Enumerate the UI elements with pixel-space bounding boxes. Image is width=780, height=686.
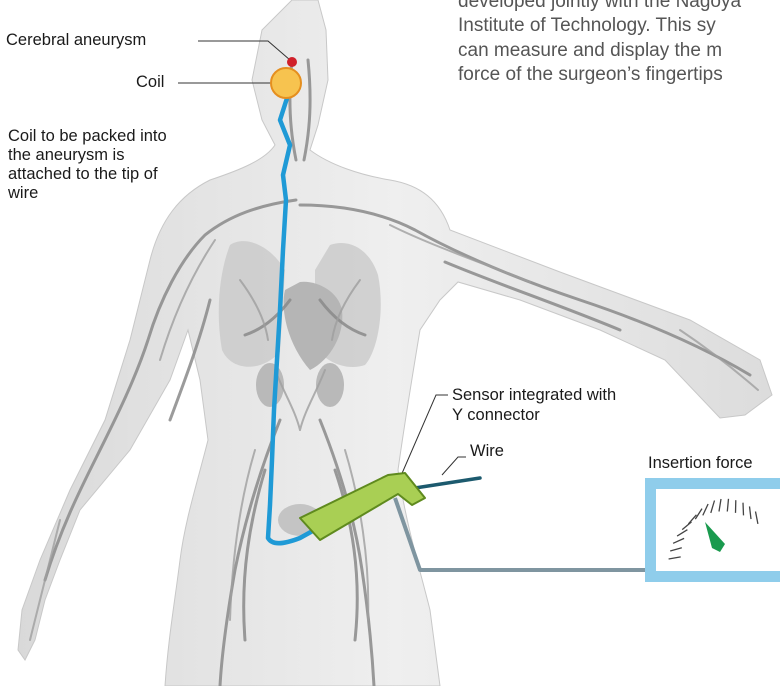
insertion-force-gauge xyxy=(645,478,780,582)
sensor-cable xyxy=(395,498,645,570)
left-kidney xyxy=(256,363,284,407)
intro-line-2: Institute of Technology. This sy xyxy=(458,14,716,39)
label-coil: Coil xyxy=(136,73,164,92)
coil-marker xyxy=(271,68,301,98)
wire-lead xyxy=(415,478,480,488)
label-coil-note-line-3: attached to the tip of xyxy=(8,165,158,184)
body-silhouette xyxy=(18,0,772,686)
cerebral-aneurysm-marker xyxy=(287,57,297,67)
intro-line-1: developed jointly with the Nagoya xyxy=(458,0,741,15)
intro-line-3: can measure and display the m xyxy=(458,39,722,64)
left-lung xyxy=(219,241,285,367)
label-sensor-line-1: Sensor integrated with xyxy=(452,386,616,405)
label-cerebral-aneurysm: Cerebral aneurysm xyxy=(6,31,146,50)
label-wire: Wire xyxy=(470,442,504,461)
label-coil-note-line-4: wire xyxy=(8,184,38,203)
wire-leader-line xyxy=(442,457,466,475)
label-coil-note-line-1: Coil to be packed into xyxy=(8,127,167,146)
right-kidney xyxy=(316,363,344,407)
label-sensor-line-2: Y connector xyxy=(452,406,540,425)
label-insertion-force: Insertion force xyxy=(648,454,753,473)
intro-line-4: force of the surgeon’s fingertips xyxy=(458,63,723,88)
label-coil-note-line-2: the aneurysm is xyxy=(8,146,124,165)
